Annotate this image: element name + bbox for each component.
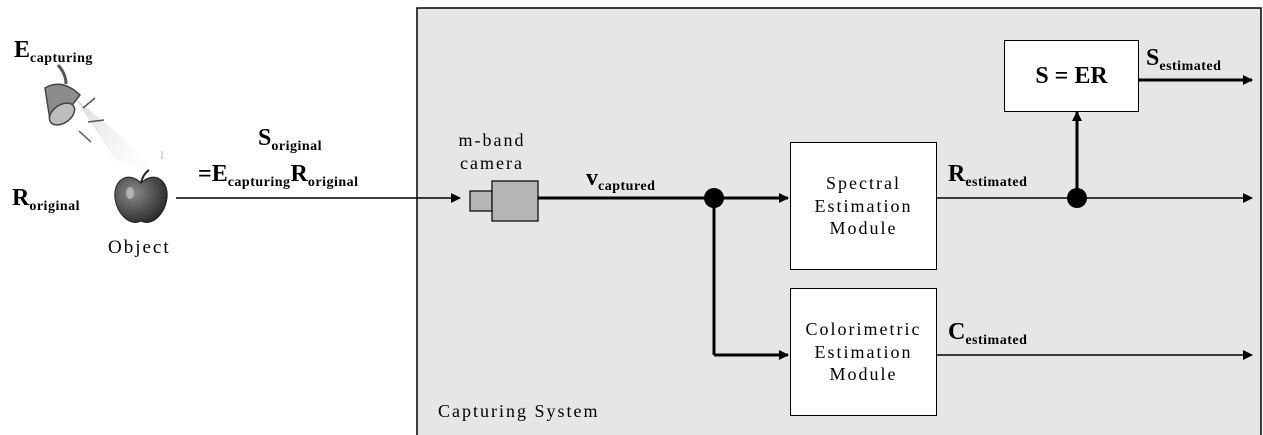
label-signal-equation: =EcapturingRoriginal [198, 161, 359, 190]
spectral-line3: Module [829, 218, 898, 239]
small-cursor-mark: I [160, 148, 164, 162]
spectral-line2: Estimation [814, 195, 913, 216]
colorimetric-line1: Colorimetric [805, 319, 922, 340]
label-r-original: Roriginal [12, 185, 81, 214]
label-object: Object [108, 237, 171, 258]
label-s-original: Soriginal [258, 125, 323, 154]
label-e-capturing: Ecapturing [14, 37, 93, 66]
formula-box: S = ER [1004, 40, 1139, 112]
label-c-estimated: Cestimated [948, 319, 1028, 348]
formula-text: S = ER [1035, 62, 1108, 89]
apple-icon [114, 169, 168, 223]
camera-line1: m-band [458, 130, 526, 150]
label-r-estimated: Restimated [948, 161, 1028, 190]
spectral-estimation-module: Spectral Estimation Module [790, 142, 937, 270]
colorimetric-line3: Module [829, 364, 898, 385]
label-s-estimated: Sestimated [1146, 45, 1222, 74]
camera-icon [469, 180, 539, 222]
camera-line2: camera [460, 152, 524, 173]
label-capturing-system: Capturing System [438, 401, 600, 421]
lamp-icon [44, 64, 160, 175]
colorimetric-estimation-module: Colorimetric Estimation Module [790, 288, 937, 416]
label-camera: m-band camera [452, 129, 532, 174]
spectral-line1: Spectral [826, 173, 901, 194]
label-v-captured: vcaptured [586, 165, 656, 194]
colorimetric-line2: Estimation [814, 341, 913, 362]
